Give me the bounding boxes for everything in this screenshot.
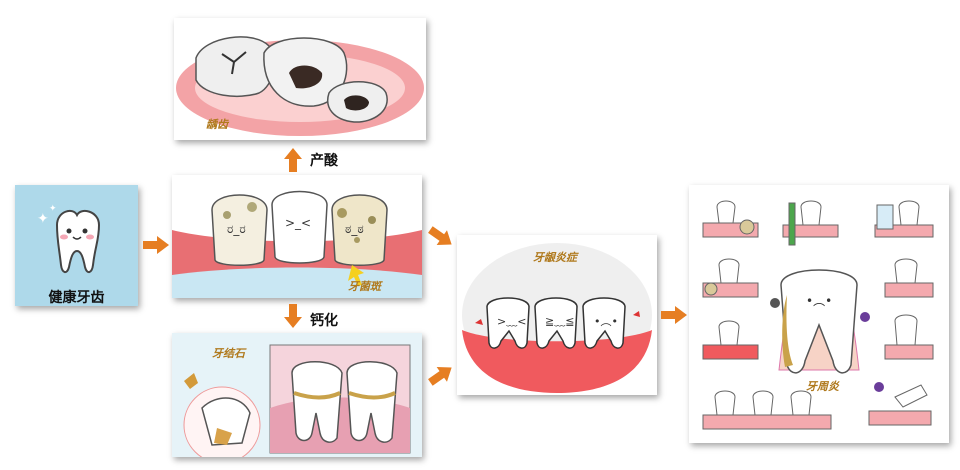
calculus-panel: 牙结石 bbox=[172, 333, 422, 457]
arrow-calculus-to-gingivitis bbox=[428, 367, 452, 386]
caries-panel: 龋齿 bbox=[174, 18, 426, 140]
calculus-illustration bbox=[172, 333, 422, 457]
svg-text:✦: ✦ bbox=[49, 204, 57, 214]
gingivitis-illustration: >﹏< ≧﹏≦ •︵• bbox=[457, 235, 657, 395]
healthy-tooth-panel: ✦ ✦ 健康牙齿 bbox=[15, 185, 138, 306]
edge-label-acid: 产酸 bbox=[310, 153, 338, 169]
svg-text:>_<: >_< bbox=[285, 216, 311, 230]
svg-text:✦: ✦ bbox=[37, 211, 49, 227]
svg-text:•︵•: •︵• bbox=[806, 294, 832, 308]
plaque-label: 牙菌斑 bbox=[348, 280, 381, 293]
svg-text:•︵•: •︵• bbox=[594, 315, 618, 328]
periodontitis-panel: •︵• 牙周炎 bbox=[689, 185, 949, 443]
svg-text:ರ_ರ: ರ_ರ bbox=[227, 222, 246, 236]
arrow-plaque-to-calculus bbox=[284, 304, 302, 328]
plaque-illustration: ರ_ರ >_< ಠ_ಠ bbox=[172, 175, 422, 298]
periodontitis-illustration: •︵• bbox=[689, 185, 949, 443]
healthy-tooth-illustration: ✦ ✦ bbox=[37, 204, 101, 273]
svg-text:≧﹏≦: ≧﹏≦ bbox=[545, 315, 574, 328]
edge-label-calcify: 钙化 bbox=[310, 313, 338, 329]
gingivitis-label: 牙龈炎症 bbox=[533, 251, 577, 264]
periodontitis-label: 牙周炎 bbox=[806, 380, 839, 393]
plaque-panel: ರ_ರ >_< ಠ_ಠ 牙菌斑 bbox=[172, 175, 422, 298]
arrow-gingivitis-to-periodontitis bbox=[661, 306, 687, 324]
arrow-plaque-to-caries bbox=[284, 148, 302, 172]
arrow-healthy-to-plaque bbox=[143, 236, 169, 254]
svg-text:ಠ_ಠ: ಠ_ಠ bbox=[345, 222, 364, 236]
arrow-plaque-to-gingivitis bbox=[428, 226, 452, 245]
healthy-tooth-label: 健康牙齿 bbox=[48, 290, 105, 306]
svg-text:>﹏<: >﹏< bbox=[497, 315, 526, 328]
caries-illustration bbox=[174, 18, 426, 140]
caries-label: 龋齿 bbox=[206, 118, 228, 131]
gingivitis-panel: >﹏< ≧﹏≦ •︵• 牙龈炎症 bbox=[457, 235, 657, 395]
calculus-label: 牙结石 bbox=[212, 347, 245, 360]
